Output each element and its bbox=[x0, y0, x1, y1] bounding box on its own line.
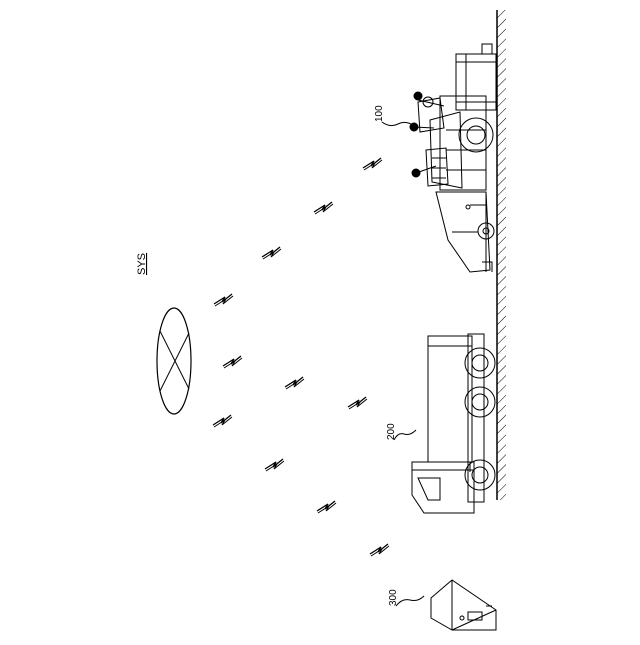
wireless-signal-icon bbox=[348, 397, 367, 409]
server-ref: 300 bbox=[388, 589, 399, 606]
wireless-signal-icon bbox=[285, 377, 304, 389]
wireless-signal-icon bbox=[265, 459, 284, 471]
wireless-signal-icon bbox=[370, 544, 389, 556]
wireless-signal-icon bbox=[262, 247, 281, 259]
wireless-signal-icon bbox=[214, 294, 233, 306]
server-leader bbox=[396, 596, 424, 606]
paving-machine bbox=[410, 44, 496, 272]
wireless-signal-icon bbox=[223, 356, 242, 368]
wireless-link-truck bbox=[223, 356, 367, 409]
wireless-signal-icon bbox=[314, 202, 333, 214]
dump-truck bbox=[412, 334, 495, 513]
wireless-link-server bbox=[213, 415, 389, 556]
dump-truck-leader bbox=[394, 430, 416, 440]
wireless-signal-icon bbox=[213, 415, 232, 427]
ground bbox=[497, 10, 506, 500]
paving-machine-ref: 100 bbox=[374, 105, 385, 122]
wireless-signal-icon bbox=[363, 158, 382, 170]
wireless-link-paver bbox=[214, 158, 382, 306]
management-server bbox=[431, 580, 496, 630]
system-label: SYS bbox=[136, 253, 148, 275]
wireless-signal-icon bbox=[317, 501, 336, 513]
paving-machine-leader bbox=[382, 122, 414, 126]
satellite-icon bbox=[157, 308, 191, 414]
